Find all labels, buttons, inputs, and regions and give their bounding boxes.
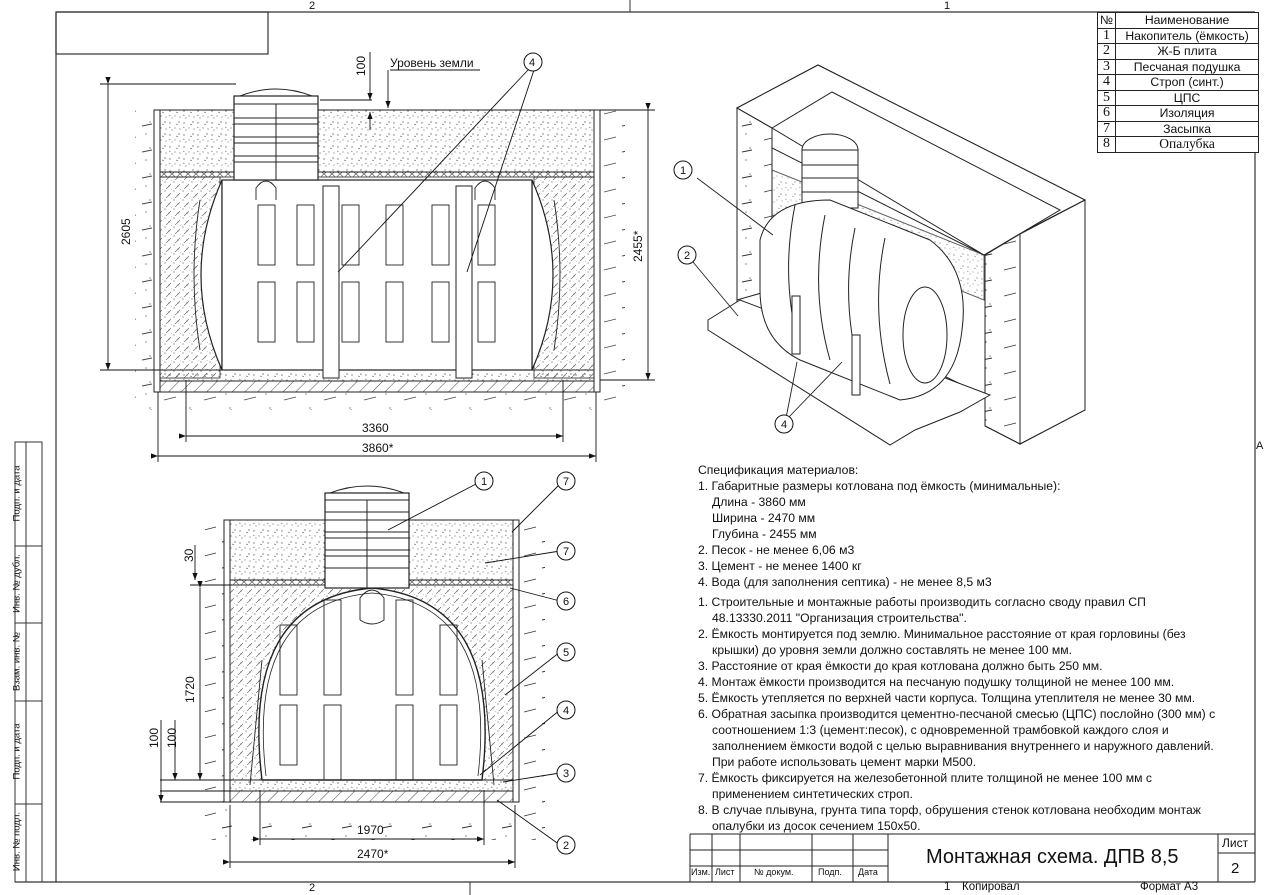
callout-4-front: 4 — [529, 57, 535, 69]
spec-item-2: 2. Песок - не менее 6,06 м3 — [698, 543, 855, 557]
dim-neck-clearance: 100 — [354, 56, 368, 76]
iso-callout-1: 1 — [680, 165, 686, 177]
isometric-view — [692, 64, 1087, 446]
dim-total-height: 2605 — [119, 218, 133, 245]
bom-header-no: № — [1096, 12, 1117, 29]
bom-no: 8 — [1096, 136, 1117, 153]
callout-7a: 7 — [563, 476, 569, 488]
dim-tank-length: 3360 — [362, 421, 389, 435]
bom-no: 6 — [1096, 105, 1117, 122]
sheet-frame — [14, 0, 1256, 895]
spec-item-3: 3. Цемент - не менее 1400 кг — [698, 559, 862, 573]
note-7: 7. Ёмкость фиксируется на железобетонной… — [698, 771, 1152, 801]
bom-name: Строп (синт.) — [1115, 74, 1260, 91]
bom-name: Засыпка — [1115, 120, 1260, 137]
dim-tank-height: 1720 — [183, 676, 197, 703]
stamp-sign-date-2: Подп. и дата — [11, 723, 23, 780]
dim-pit-width: 2470* — [357, 847, 389, 861]
bom-no: 7 — [1096, 120, 1117, 137]
note-3: 3. Расстояние от края ёмкости до края ко… — [698, 659, 1103, 673]
callout-1: 1 — [481, 476, 487, 488]
bom-name: ЦПС — [1115, 89, 1260, 106]
title-block-frame — [689, 833, 1255, 882]
zone-top-left: 2 — [309, 0, 316, 12]
bom-name: Изоляция — [1115, 105, 1260, 122]
note-5: 5. Ёмкость утепляется по верхней части к… — [698, 691, 1196, 705]
spec-length: Длина - 3860 мм — [712, 495, 806, 509]
bom-no: 5 — [1096, 89, 1117, 106]
note-1: 1. Строительные и монтажные работы произ… — [698, 595, 1146, 625]
bom-header-name: Наименование — [1115, 12, 1260, 29]
dim-pit-depth: 2455* — [631, 230, 645, 262]
bom-name: Опалубка — [1115, 136, 1260, 153]
sheet-number: 2 — [1231, 860, 1240, 877]
material-spec: Спецификация материалов: 1. Габаритные р… — [698, 462, 1061, 590]
callout-3: 3 — [563, 768, 569, 780]
format-label: Формат А3 — [1140, 881, 1199, 893]
bom-no: 3 — [1096, 58, 1117, 75]
installation-notes: 1. Строительные и монтажные работы произ… — [698, 594, 1215, 834]
section-callouts — [474, 160, 794, 855]
tb-col-sign: Подп. — [818, 867, 842, 877]
spec-width: Ширина - 2470 мм — [712, 511, 816, 525]
front-view — [100, 52, 655, 462]
ground-level-label: Уровень земли — [390, 56, 474, 70]
spec-item-1: 1. Габаритные размеры котлована под ёмко… — [698, 479, 1061, 493]
sheet-label: Лист — [1222, 836, 1249, 850]
bom-name: Накопитель (ёмкость) — [1115, 27, 1260, 44]
dim-sand-cushion: 100 — [147, 728, 161, 748]
dim-pit-length: 3860* — [362, 441, 394, 455]
zone-top-right: 1 — [944, 0, 951, 12]
spec-depth: Глубина - 2455 мм — [712, 527, 817, 541]
stamp-sign-date-1: Подп. и дата — [11, 465, 23, 522]
spec-item-4: 4. Вода (для заполнения септика) - не ме… — [698, 575, 992, 589]
callout-circle — [523, 52, 543, 72]
note-4: 4. Монтаж ёмкости производится на песчан… — [698, 675, 1175, 689]
tb-col-sheet: Лист — [715, 867, 735, 877]
callout-6: 6 — [563, 596, 569, 608]
stamp-replace-inv: Взам. инв. № — [11, 632, 23, 691]
iso-callout-4: 4 — [781, 419, 787, 431]
note-6: 6. Обратная засыпка производится цементн… — [698, 707, 1216, 769]
dim-insulation: 30 — [182, 548, 196, 562]
stamp-inv-orig: Инв. № подл. — [11, 811, 23, 872]
iso-callout-2: 2 — [684, 250, 690, 262]
zone-bottom-right: 1 — [944, 881, 951, 893]
zone-side-right: A — [1256, 440, 1264, 452]
copied-label: Копировал — [962, 881, 1020, 893]
dim-tank-width: 1970 — [357, 823, 384, 837]
stamp-inv-dup: Инв. № дубл. — [11, 554, 23, 613]
bom-no: 4 — [1096, 74, 1117, 91]
bom-name: Ж-Б плита — [1115, 43, 1260, 60]
dim-slab: 100 — [165, 728, 179, 748]
callout-2: 2 — [563, 840, 569, 852]
bom-no: 1 — [1096, 27, 1117, 44]
note-8: 8. В случае плывуна, грунта типа торф, о… — [698, 803, 1201, 833]
spec-title: Спецификация материалов: — [698, 463, 859, 477]
section-callout-numbers: 1 7 7 6 5 4 3 2 1 2 4 — [481, 165, 787, 852]
tb-col-change: Изм. — [691, 867, 711, 877]
callout-7b: 7 — [563, 546, 569, 558]
zone-bottom-left: 2 — [309, 882, 316, 894]
callout-4: 4 — [563, 705, 569, 717]
tb-col-date: Дата — [858, 867, 878, 877]
bom-name: Песчаная подушка — [1115, 58, 1260, 75]
callout-5: 5 — [563, 647, 569, 659]
drawing-labels: Уровень земли 100 2605 2455* 3360 3860* … — [119, 56, 645, 861]
drawing-title: Монтажная схема. ДПВ 8,5 — [926, 846, 1179, 868]
bom-no: 2 — [1096, 43, 1117, 60]
tb-col-docnum: № докум. — [754, 867, 794, 877]
section-view — [158, 483, 561, 868]
note-2: 2. Ёмкость монтируется под землю. Минима… — [698, 627, 1186, 657]
bom-header: № Наименование — [1096, 12, 1260, 29]
